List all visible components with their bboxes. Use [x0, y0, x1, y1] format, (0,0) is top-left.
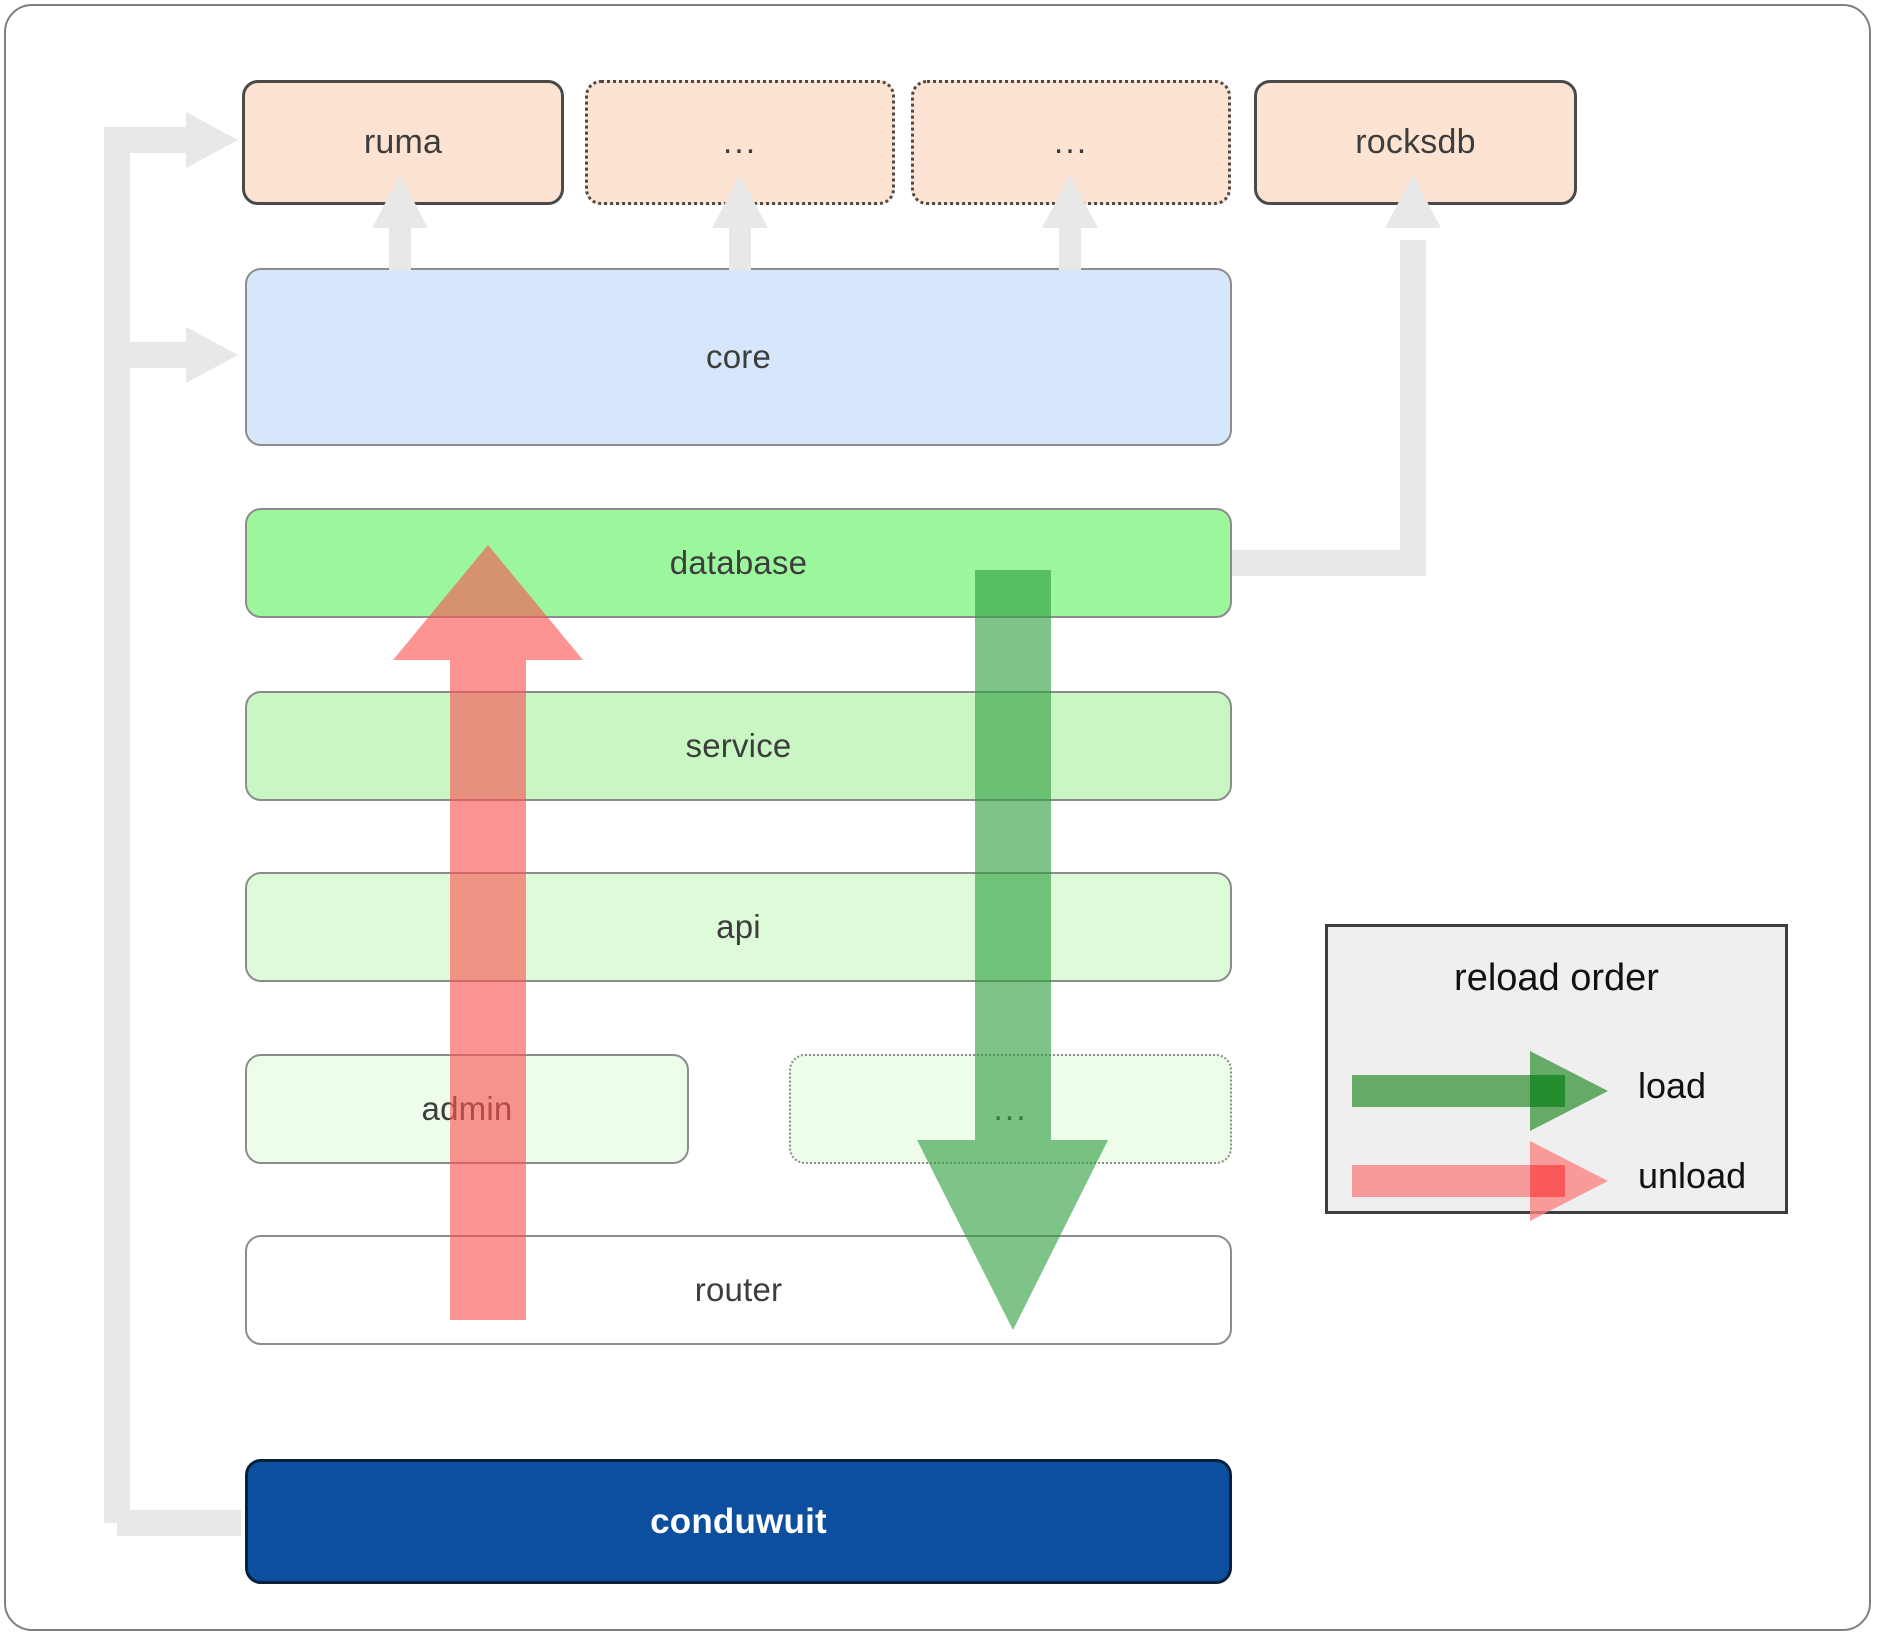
node-router[interactable]: router: [245, 1235, 1232, 1345]
node-label: conduwuit: [650, 1501, 827, 1541]
node-conduwuit[interactable]: conduwuit: [245, 1459, 1232, 1584]
load-arrow-icon: [1352, 1051, 1608, 1131]
node-label: ...: [722, 123, 758, 162]
node-label: admin: [421, 1090, 513, 1127]
node-label: ...: [1053, 123, 1089, 162]
node-label: database: [669, 544, 808, 581]
node-label: ruma: [363, 123, 443, 161]
unload-arrow-icon: [1352, 1141, 1608, 1221]
node-label: core: [706, 338, 771, 375]
legend-panel: reload order load unload: [1325, 924, 1788, 1221]
node-api[interactable]: api: [245, 872, 1232, 982]
legend-label-unload: unload: [1638, 1155, 1747, 1196]
node-core[interactable]: core: [245, 268, 1232, 446]
node-admin[interactable]: admin: [245, 1054, 689, 1164]
legend-label-load: load: [1638, 1065, 1707, 1106]
node-service[interactable]: service: [245, 691, 1232, 801]
diagram-frame: [4, 4, 1871, 1631]
node-label: api: [716, 908, 761, 945]
node-label: router: [694, 1271, 783, 1308]
legend-title: reload order: [1454, 957, 1659, 999]
node-rocksdb[interactable]: rocksdb: [1254, 80, 1577, 205]
node-label: ...: [993, 1089, 1028, 1128]
node-label: service: [685, 727, 792, 764]
node-ruma[interactable]: ruma: [242, 80, 564, 205]
legend-row-unload: unload: [1328, 1141, 1785, 1221]
node-label: rocksdb: [1355, 123, 1476, 161]
node-dependency-placeholder-1[interactable]: ...: [585, 80, 895, 205]
node-database[interactable]: database: [245, 508, 1232, 618]
node-layer-placeholder[interactable]: ...: [789, 1054, 1232, 1164]
legend-row-load: load: [1328, 1051, 1785, 1131]
node-dependency-placeholder-2[interactable]: ...: [911, 80, 1231, 205]
